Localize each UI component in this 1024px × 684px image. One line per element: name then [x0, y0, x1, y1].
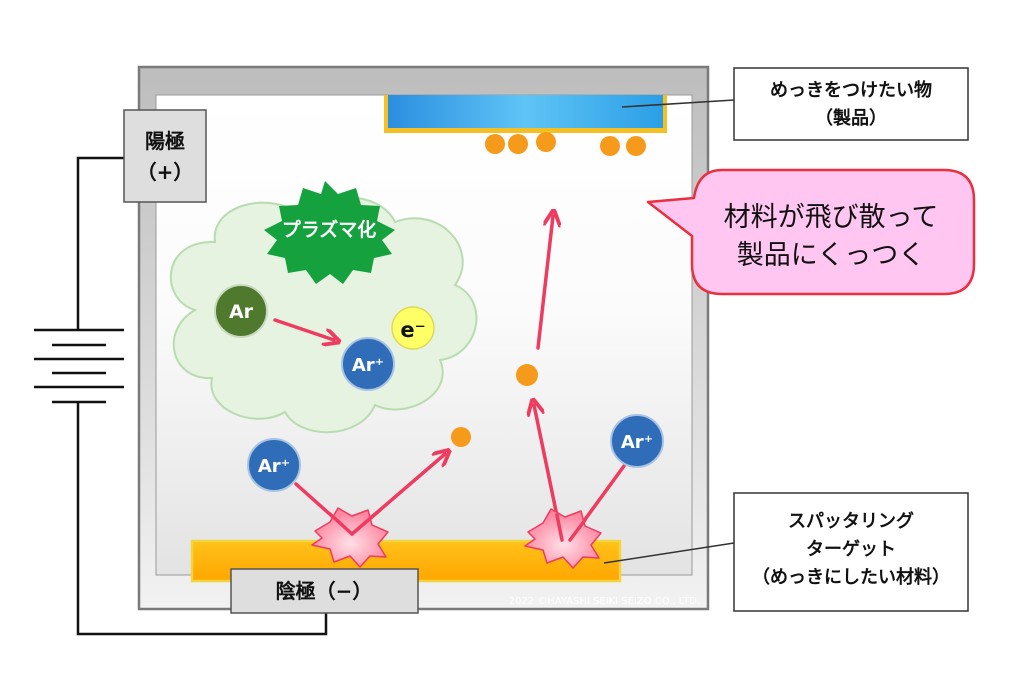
plasma-star-shape — [264, 181, 395, 284]
product-callout: めっきをつけたい物 （製品） — [733, 67, 969, 141]
speech-bubble: 材料が飛び散って 製品にくっつく — [646, 168, 976, 296]
flying-particle — [451, 427, 471, 447]
particle — [536, 132, 556, 152]
argon-ion-label: Ar⁺ — [258, 456, 290, 477]
anode-box: 陽極 （+） — [123, 109, 207, 203]
plasma-label: プラズマ化 — [282, 218, 377, 241]
target-label-line3: （めっきにしたい材料） — [752, 566, 950, 588]
anode-sign: （+） — [137, 160, 194, 184]
product-label: めっきをつけたい物 — [770, 79, 932, 101]
argon-ion-label: Ar⁺ — [352, 355, 384, 376]
target-callout: スパッタリング ターゲット （めっきにしたい材料） — [733, 492, 969, 612]
argon-ion-plasma: Ar⁺ — [341, 337, 395, 391]
plasma-cloud: プラズマ化 — [169, 181, 478, 434]
ionization-arrow — [273, 318, 334, 340]
cathode-wire — [76, 402, 328, 636]
electron-label: e⁻ — [400, 318, 425, 342]
power-supply — [34, 156, 328, 636]
argon-ion-label: Ar⁺ — [621, 432, 653, 453]
burst-arrow-overlay — [328, 508, 587, 542]
target-label-line2: ターゲット — [806, 538, 896, 560]
argon-ion-left: Ar⁺ — [247, 438, 301, 492]
impact-burst-left — [311, 507, 389, 568]
cathode-box: 陰極（−） — [230, 568, 419, 614]
cathode-label: 陰極（−） — [276, 579, 373, 603]
particle — [508, 134, 528, 154]
argon-atom-label: Ar — [229, 301, 254, 323]
flying-particle — [516, 364, 538, 386]
particle — [600, 136, 620, 156]
anode-wire — [76, 156, 125, 330]
argon-atom: Ar — [214, 284, 268, 338]
particle — [626, 136, 646, 156]
target-leader-line — [603, 542, 735, 564]
argon-ion-right: Ar⁺ — [610, 414, 664, 468]
bubble-text-line2: 製品にくっつく — [737, 240, 925, 271]
target-label-line1: スパッタリング — [788, 510, 914, 532]
travel-arrow-up — [536, 216, 553, 350]
particle — [485, 134, 505, 154]
product-leader-line — [621, 99, 735, 108]
electron: e⁻ — [391, 306, 435, 350]
anode-label: 陽極 — [145, 129, 185, 153]
product-sublabel: （製品） — [815, 108, 887, 129]
bubble-text-line1: 材料が飛び散って — [724, 202, 939, 233]
product-substrate — [384, 95, 667, 133]
copyright-text: 2022 ©HAYASHI SEIKI SEIZO CO., LTD. — [509, 596, 700, 607]
deposited-particles — [485, 132, 646, 156]
battery-icon — [34, 328, 124, 404]
